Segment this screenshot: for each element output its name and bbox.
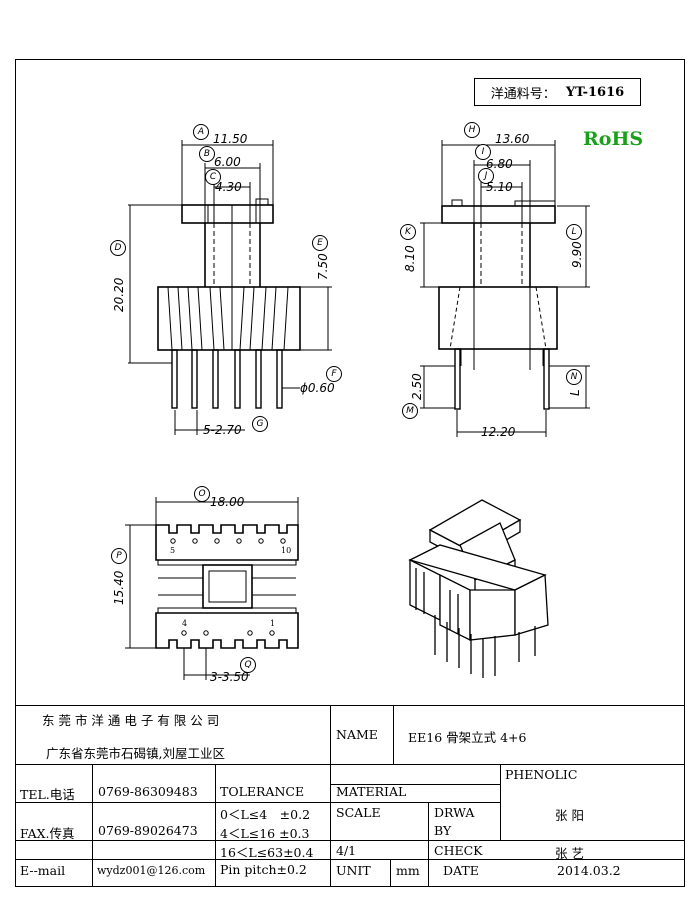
dim-m: 2.50 <box>410 373 424 400</box>
tolerance-4: Pin pitch±0.2 <box>220 862 307 877</box>
name-value: EE16 骨架立式 4+6 <box>408 730 527 745</box>
part-number: YT-1616 <box>565 84 625 100</box>
callout-e: E <box>312 235 328 251</box>
tolerance-2: 4＜L≤16 ±0.3 <box>220 826 310 841</box>
tolerance-3: 16＜L≤63±0.4 <box>220 845 314 860</box>
drwa-label: DRWA <box>434 805 475 820</box>
scale-value: 4/1 <box>336 843 357 858</box>
date-value: 2014.03.2 <box>557 863 621 878</box>
unit-label: UNIT <box>336 863 371 878</box>
callout-m: M <box>402 403 418 419</box>
dim-l: 9.90 <box>570 241 584 268</box>
check-label: CHECK <box>434 843 483 858</box>
dim-pitch: 12.20 <box>481 425 516 439</box>
dim-j: 5.10 <box>486 180 513 194</box>
tolerance-1: 0＜L≤4 ±0.2 <box>220 807 311 822</box>
fax-label: FAX.传真 <box>20 826 75 841</box>
tel-label: TEL.电话 <box>20 787 75 802</box>
front-view <box>128 140 332 435</box>
tel-value: 0769-86309483 <box>98 784 198 799</box>
dim-n: L <box>568 389 582 396</box>
callout-j: J <box>478 168 494 184</box>
callout-n: N <box>566 369 582 385</box>
tolerance-label: TOLERANCE <box>220 784 305 799</box>
dim-b: 6.00 <box>214 155 241 169</box>
dim-i: 6.80 <box>486 157 513 171</box>
checked-by: 张 艺 <box>555 846 584 861</box>
dim-q: 3-3.50 <box>210 670 249 684</box>
email-value: wydz001@126.com <box>97 864 206 877</box>
callout-a: A <box>193 124 209 140</box>
dim-a: 11.50 <box>213 132 248 146</box>
dim-c: 4.30 <box>215 180 242 194</box>
callout-d: D <box>110 240 126 256</box>
dim-d: 20.20 <box>112 277 126 312</box>
callout-g: G <box>252 416 268 432</box>
callout-b: B <box>199 146 215 162</box>
isometric-view <box>408 499 549 678</box>
pin-number-10: 10 <box>281 546 292 555</box>
email-label: E--mail <box>20 863 66 878</box>
callout-i: I <box>475 144 491 160</box>
dim-g: 5-2.70 <box>203 423 242 437</box>
dim-o: 18.00 <box>210 495 245 509</box>
pin-number-1: 1 <box>270 619 276 628</box>
dim-e: 7.50 <box>316 253 330 280</box>
part-number-box: 洋通料号： YT-1616 <box>474 78 641 106</box>
callout-o: O <box>194 486 210 502</box>
name-label: NAME <box>336 727 378 742</box>
company-address: 广东省东莞市石碣镇,刘屋工业区 <box>46 746 225 761</box>
by-label: BY <box>434 823 452 838</box>
callout-p: P <box>111 548 127 564</box>
fax-value: 0769-89026473 <box>98 823 198 838</box>
part-number-label: 洋通料号： <box>490 86 556 102</box>
drawing-frame <box>15 59 685 887</box>
material-label: MATERIAL <box>336 784 407 799</box>
callout-q: Q <box>240 657 256 673</box>
callout-c: C <box>205 169 221 185</box>
callout-l: L <box>566 224 582 240</box>
callout-k: K <box>400 224 416 240</box>
drawn-by: 张 阳 <box>555 808 584 823</box>
rohs-mark: RoHS <box>583 128 644 150</box>
company-name: 东 莞 市 洋 通 电 子 有 限 公 司 <box>42 713 220 728</box>
pin-number-4: 4 <box>182 619 188 628</box>
dim-h: 13.60 <box>495 132 530 146</box>
unit-value: mm <box>396 863 420 878</box>
material-value: PHENOLIC <box>505 767 578 782</box>
callout-h: H <box>464 122 480 138</box>
dim-k: 8.10 <box>403 245 417 272</box>
callout-f: F <box>326 366 342 382</box>
bottom-view <box>125 497 299 680</box>
pin-number-5: 5 <box>170 546 176 555</box>
scale-label: SCALE <box>336 805 381 820</box>
date-label: DATE <box>443 863 479 878</box>
dim-f: ϕ0.60 <box>300 381 335 395</box>
side-view <box>420 140 590 437</box>
dim-p: 15.40 <box>112 570 126 605</box>
